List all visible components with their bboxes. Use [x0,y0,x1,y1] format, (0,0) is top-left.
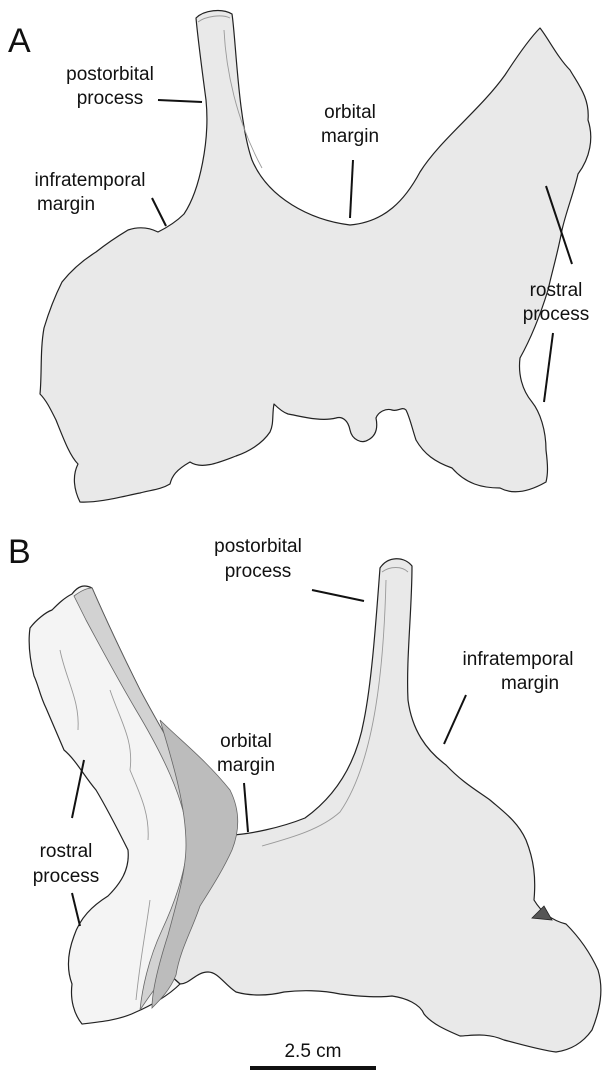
panel-b-orbital-label-2: margin [217,755,275,776]
panel-a-infratemporal-label-2: margin [37,194,95,215]
panel-b-rostral-label-2: process [33,866,100,887]
panel-a-orbital-label-2: margin [321,126,379,147]
panel-b-letter: B [8,533,31,571]
panel-b-rostral-leader-upper [72,760,84,818]
panel-b-rostral-label-1: rostral [40,841,93,862]
panel-a-letter: A [8,22,31,60]
panel-b-orbital-leader [244,783,248,832]
panel-a-orbital-label-1: orbital [324,102,376,123]
panel-b-postorbital-label-2: process [225,561,292,582]
panel-a-postorbital-leader [158,100,202,102]
panel-b-infratemporal-leader [444,695,466,744]
panel-b-rostral-leader-lower [72,893,80,926]
panel-a-infratemporal-label-1: infratemporal [35,170,146,191]
panel-b-infratemporal-label-2: margin [501,673,559,694]
panel-a-rostral-label-1: rostral [530,280,583,301]
panel-a-rostral-leader-lower [544,333,553,402]
panel-b-postorbital-label-1: postorbital [214,536,302,557]
panel-a: A postorbital process infratemporal marg… [8,11,591,503]
panel-a-infratemporal-leader [152,198,166,226]
scale-bar-label: 2.5 cm [284,1041,341,1062]
panel-a-orbital-leader [350,160,353,218]
panel-b-infratemporal-label-1: infratemporal [463,649,574,670]
panel-a-postorbital-label-1: postorbital [66,64,154,85]
panel-b: B postorbital process infratemporal marg… [8,533,601,1052]
panel-b-postorbital-leader [312,590,364,601]
scale-bar: 2.5 cm [250,1041,376,1068]
panel-a-rostral-label-2: process [523,304,590,325]
panel-b-orbital-label-1: orbital [220,731,272,752]
panel-a-postorbital-label-2: process [77,88,144,109]
